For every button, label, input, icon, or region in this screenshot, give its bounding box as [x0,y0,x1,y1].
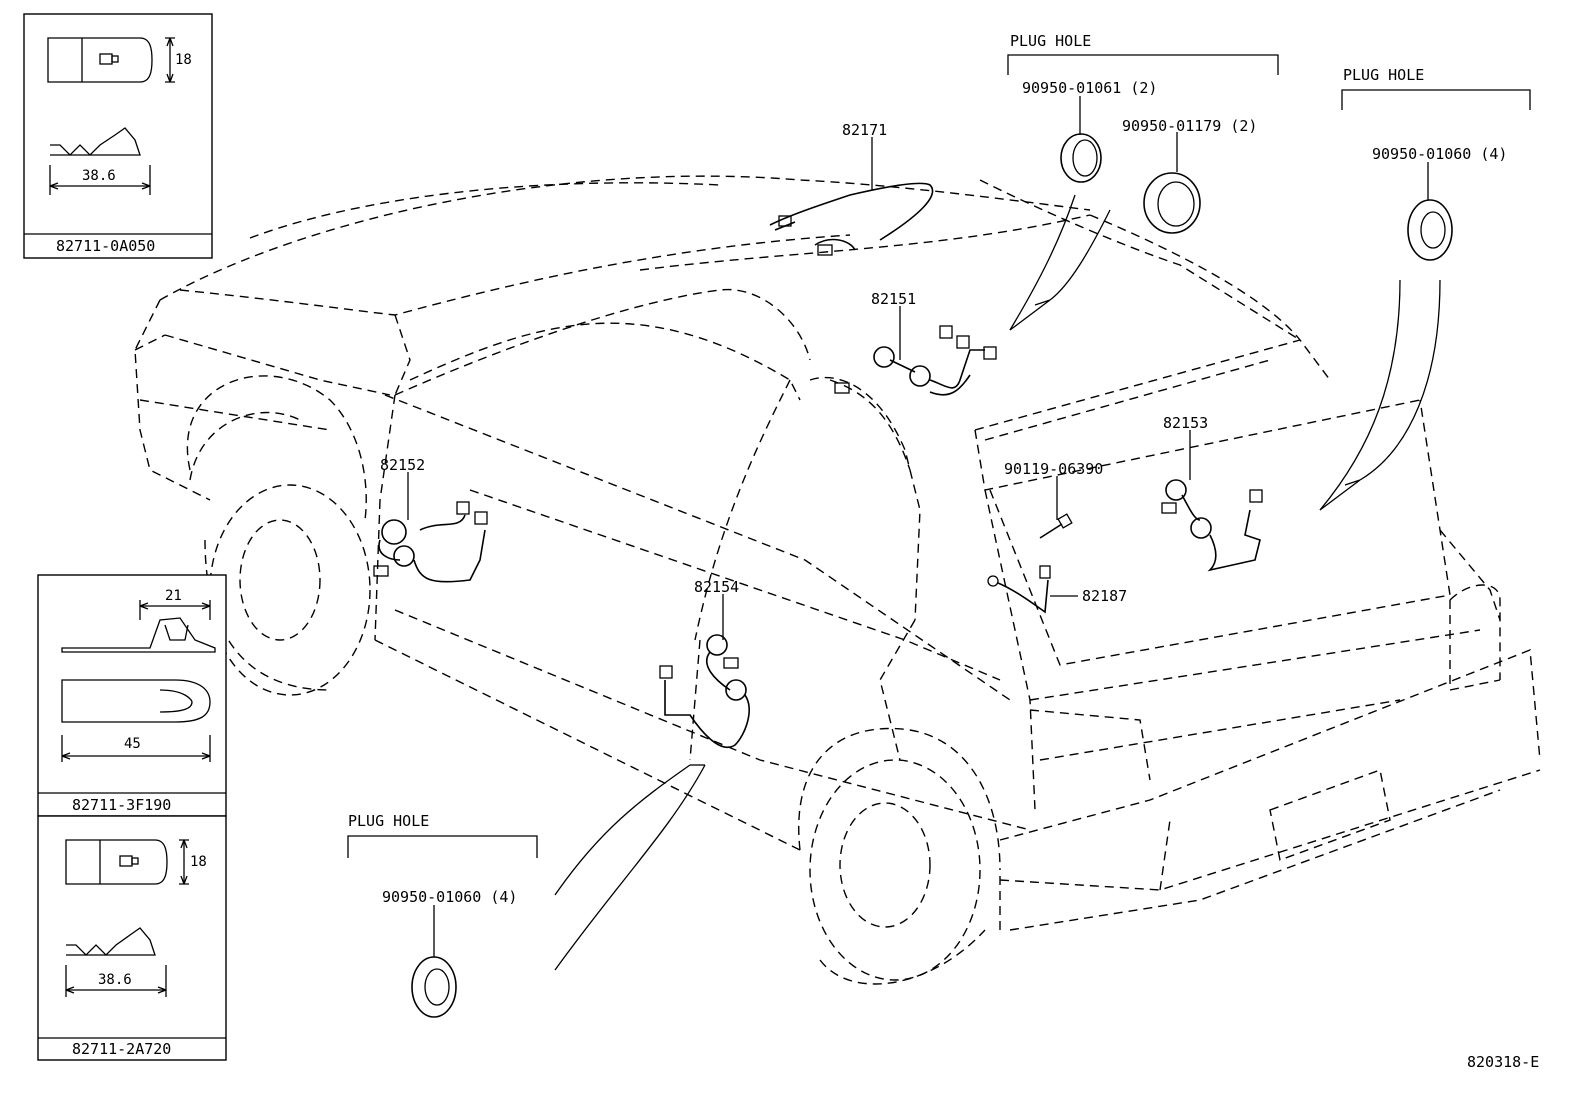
dim-length: 38.6 [98,972,132,988]
screw-90119-06390 [1039,513,1073,539]
part-82187: 82187 [1082,587,1127,605]
clip-box-82711-3F190: 21 45 82711-3F190 [37,574,227,817]
figure-id: 820318-E [1467,1053,1539,1071]
part-82151: 82151 [871,290,916,308]
clip-box-82711-0A050: 18 38.6 82711-0A050 [23,13,213,259]
grommet-90950-01060-bottom [411,956,457,1018]
part-82154: 82154 [694,578,739,596]
grommet-90950-01060-top [1407,199,1453,261]
plug-hole-label-bottom: PLUG HOLE [348,812,429,830]
part-82153: 82153 [1163,414,1208,432]
part-90119-06390: 90119-06390 [1004,460,1103,478]
part-90950-01061: 90950-01061 (2) [1022,79,1157,97]
clip-box-82711-2A720: 18 38.6 82711-2A720 [37,815,227,1061]
grommet-90950-01061 [1060,133,1102,183]
dim-width: 21 [165,588,182,604]
part-90950-01060-top: 90950-01060 (4) [1372,145,1507,163]
harness-82187 [987,565,1051,614]
plug-hole-label-top-right: PLUG HOLE [1343,66,1424,84]
part-90950-01179: 90950-01179 (2) [1122,117,1257,135]
part-90950-01060-bottom: 90950-01060 (4) [382,888,517,906]
dim-length: 45 [124,736,141,752]
harness-82171 [769,182,934,256]
part-82171: 82171 [842,121,887,139]
arrows [554,194,1441,971]
clip-part-no: 82711-3F190 [72,796,171,814]
dim-height: 18 [190,854,207,870]
clip-part-no: 82711-2A720 [72,1040,171,1058]
harness-82151 [834,325,997,396]
harness-82154 [659,634,750,748]
plug-hole-brackets [347,54,1531,858]
harness-82152 [373,501,488,583]
dim-length: 38.6 [82,168,116,184]
car-body-outline [134,175,1541,985]
leader-lines [407,96,1429,957]
clip-part-no: 82711-0A050 [56,237,155,255]
dim-height: 18 [175,52,192,68]
part-82152: 82152 [380,456,425,474]
plug-hole-label-top-center: PLUG HOLE [1010,32,1091,50]
grommet-90950-01179 [1143,172,1201,234]
harness-82153 [1161,479,1263,572]
